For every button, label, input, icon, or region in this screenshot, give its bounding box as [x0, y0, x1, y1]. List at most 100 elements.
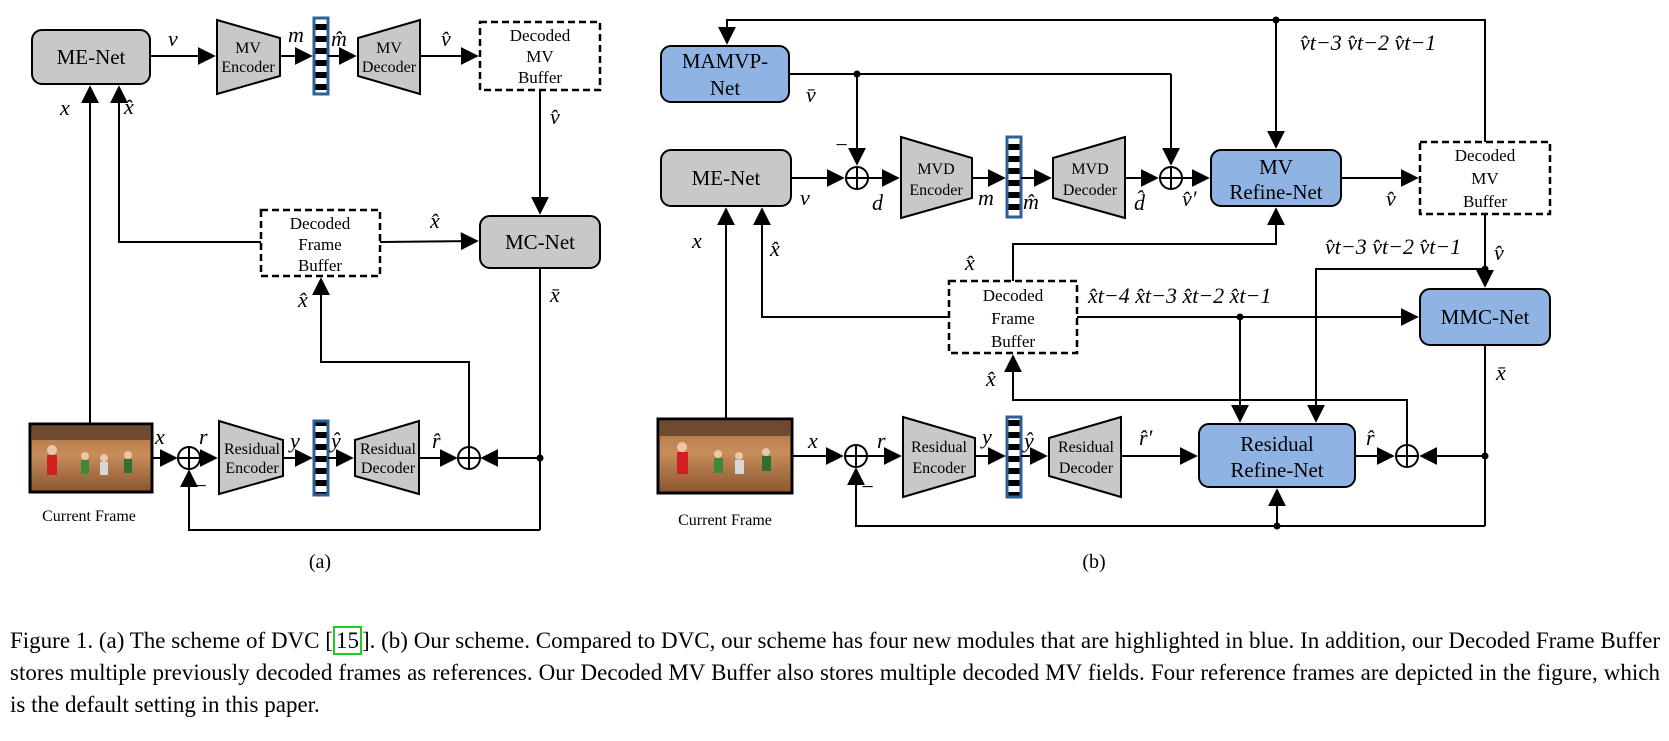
connections-b — [717, 16, 1494, 530]
var-x-hat-t-a: x̂ — [297, 287, 308, 312]
residual-decoder-label2-a: Decoder — [361, 460, 416, 477]
mvd-decoder-label2: Decoder — [1063, 182, 1118, 199]
var-m-hat-t-a: m̂ — [331, 26, 347, 51]
mv-decoder-block-a — [357, 18, 421, 96]
var-x-t-in-a: x — [154, 424, 165, 449]
residual-encoder-label-a: Residual — [224, 441, 281, 458]
residual-encoder-label-b: Residual — [911, 439, 968, 456]
panel-a-label: (a) — [309, 551, 331, 573]
decoded-frame-buffer-label3-a: Buffer — [298, 256, 342, 275]
mmc-net-label: MMC-Net — [1441, 305, 1530, 329]
decoded-mv-buffer-label-b: Decoded — [1455, 146, 1516, 165]
var-v-hat-prime-t-b: v̂′ — [1182, 186, 1198, 211]
var-y-hat-t-a: ŷ — [329, 428, 341, 453]
mamvp-net-label2: Net — [710, 76, 740, 100]
mvd-decoder-label: MVD — [1071, 161, 1108, 178]
adder-recon-a — [457, 446, 481, 470]
var-minus-top-b: − — [834, 132, 849, 157]
residual-refine-net-label2: Refine-Net — [1230, 458, 1323, 482]
mv-encoder-label2-a: Encoder — [221, 59, 275, 76]
mvd-encoder-label2: Encoder — [909, 182, 963, 199]
adder-sub-a — [177, 446, 201, 470]
var-v-hat-t-right-b: v̂ — [1494, 240, 1504, 265]
var-x-hat-t-minus-1-a: x̂ — [123, 94, 134, 119]
residual-encoder-label2-a: Encoder — [225, 460, 279, 477]
residual-decoder-label2-b: Decoder — [1059, 460, 1114, 477]
residual-encoder-block-b — [902, 415, 976, 499]
var-r-t-b: r — [877, 428, 886, 453]
residual-decoder-block-b — [1048, 415, 1122, 499]
var-x-hist-b: x̂t−4 x̂t−3 x̂t−2 x̂t−1 — [1087, 283, 1271, 308]
var-x-hat-t-minus-1-b: x̂ — [769, 236, 780, 261]
var-x-hat-t-b: x̂ — [985, 366, 996, 391]
decoded-frame-buffer-label-b: Decoded — [983, 286, 1044, 305]
decoded-frame-buffer-label-a: Decoded — [290, 214, 351, 233]
decoded-mv-buffer-label2-a: MV — [526, 47, 554, 66]
mc-net-label-a: MC-Net — [505, 230, 575, 254]
decoded-mv-buffer-label2-b: MV — [1471, 169, 1499, 188]
figure-caption: Figure 1. (a) The scheme of DVC [15]. (b… — [10, 625, 1660, 721]
mvd-encoder-block — [900, 135, 973, 220]
mv-encoder-label-a: MV — [235, 40, 261, 57]
citation-link[interactable]: 15 — [332, 626, 362, 655]
var-r-hat-t-a: r̂ — [432, 428, 441, 453]
var-y-t-a: y — [288, 428, 300, 453]
mv-decoder-label-a: MV — [376, 40, 402, 57]
mv-encoder-block-a — [216, 18, 281, 96]
var-x-t-in-b: x — [807, 428, 818, 453]
var-x-t-b: x — [691, 228, 702, 253]
decoded-mv-buffer-label3-b: Buffer — [1463, 192, 1507, 211]
var-v-hat-t-b: v̂ — [1386, 186, 1396, 211]
decoded-mv-buffer-label-a: Decoded — [510, 26, 571, 45]
residual-quantizer-a — [312, 419, 330, 497]
var-x-hat-t-minus-1-buf-b: x̂ — [964, 250, 975, 275]
adder-recon-b — [1395, 444, 1419, 468]
caption-prefix: Figure 1. (a) The scheme of DVC [ — [10, 628, 333, 653]
panel-b: MAMVP- Net ME-Net MVD Encoder MVD Decode… — [656, 16, 1552, 573]
decoded-frame-buffer-label3-b: Buffer — [991, 332, 1035, 351]
var-r-hat-t-b: r̂ — [1366, 425, 1375, 450]
me-net-label-b: ME-Net — [692, 166, 761, 190]
decoded-frame-buffer-a — [259, 208, 382, 278]
mv-quantizer-a — [312, 16, 330, 96]
adder-mv-pred-sub — [845, 166, 869, 190]
var-x-bar-t-b: x̄ — [1495, 360, 1506, 385]
var-minus-b: − — [860, 474, 875, 499]
residual-decoder-block-a — [354, 419, 420, 496]
mvd-quantizer — [1005, 135, 1023, 219]
var-m-t-a: m — [288, 22, 304, 47]
var-x-hat-t-minus-1-mc-a: x̂ — [429, 208, 440, 233]
system-diagram: ME-Net MV Encoder MV Decoder Decoded MV … — [28, 16, 1552, 573]
residual-decoder-label-a: Residual — [360, 441, 417, 458]
var-m-hat-t-b: m̂ — [1023, 189, 1039, 214]
connections-a — [81, 47, 549, 531]
var-r-t-a: r — [199, 424, 208, 449]
adder-sub-b — [844, 444, 868, 468]
var-v-hat-t-a: v̂ — [441, 26, 451, 51]
mv-refine-net-label2: Refine-Net — [1229, 180, 1322, 204]
decoded-mv-buffer-b — [1418, 140, 1552, 216]
current-frame-image-b — [656, 417, 794, 495]
var-v-t-b: v — [800, 185, 810, 210]
adder-mv-recon — [1159, 166, 1183, 190]
var-y-hat-t-b: ŷ — [1022, 428, 1034, 453]
current-frame-label-a: Current Frame — [42, 508, 136, 525]
var-d-hat-t-b: d̂ — [1134, 190, 1146, 215]
mvd-decoder-block — [1052, 135, 1126, 220]
mv-refine-net-label: MV — [1259, 155, 1293, 179]
panel-b-label: (b) — [1082, 551, 1105, 573]
residual-quantizer-b — [1005, 415, 1023, 499]
decoded-frame-buffer-label2-b: Frame — [991, 309, 1034, 328]
decoded-mv-buffer-label3-a: Buffer — [518, 68, 562, 87]
var-minus-a: − — [193, 473, 208, 498]
var-v-hist-mid: v̂t−3 v̂t−2 v̂t−1 — [1325, 234, 1461, 259]
mamvp-net-label: MAMVP- — [682, 49, 768, 73]
var-d-t-b: d — [872, 190, 884, 215]
residual-encoder-label2-b: Encoder — [912, 460, 966, 477]
current-frame-image-a — [28, 422, 154, 494]
me-net-label-a: ME-Net — [57, 45, 126, 69]
var-m-t-b: m — [978, 185, 994, 210]
mv-decoder-label2-a: Decoder — [362, 59, 417, 76]
decoded-mv-buffer-a — [478, 20, 602, 92]
residual-encoder-block-a — [218, 419, 284, 496]
